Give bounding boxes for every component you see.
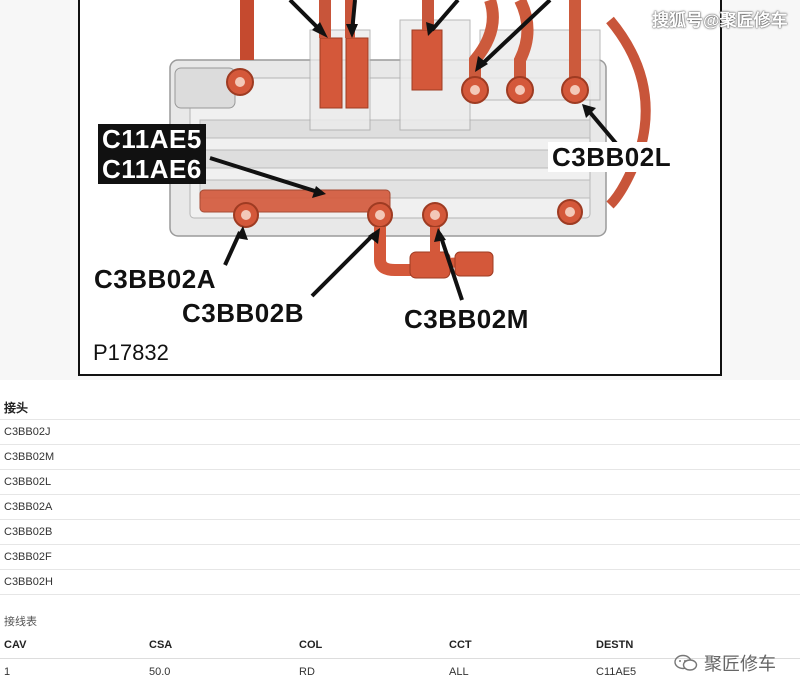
header-csa: CSA [145,632,295,659]
wiring-table: CAV CSA COL CCT DESTN 1 50.0 RD ALL C11A… [0,632,800,685]
component-illustration [169,0,651,301]
callout-c11ae5: C11AE5 [98,124,206,154]
cell-col: RD [299,666,315,678]
lower-busbar [199,189,391,213]
bottom-watermark: 聚匠修车 [674,650,776,676]
callout-c11ae6: C11AE6 [98,154,206,184]
loop-cable [606,16,651,209]
cell-cct: ALL [449,666,469,678]
table-row: 1 50.0 RD ALL C11AE5 [0,659,800,686]
wiring-table-heading: 接线表 [4,616,37,628]
header-cct: CCT [445,632,592,659]
list-item: C3BB02B [0,519,800,544]
busbar-3 [411,29,443,91]
figure-area: C11AE5 C11AE6 C3BB02L C3BB02A C3BB02B C3… [78,0,788,376]
callout-c3bb02b: C3BB02B [178,298,308,328]
list-item: C3BB02J [0,419,800,444]
component-diagram: C11AE5 C11AE6 C3BB02L C3BB02A C3BB02B C3… [78,0,722,376]
callout-c3bb02m: C3BB02M [400,304,533,334]
connector-list: C3BB02J C3BB02M C3BB02L C3BB02A C3BB02B … [0,419,800,595]
busbar-2 [345,37,369,109]
connectors-heading: 接头 [4,401,29,415]
header-destn: DESTN [592,632,800,659]
bottom-watermark-text: 聚匠修车 [704,654,776,674]
list-item: C3BB02M [0,444,800,469]
table-header-row: CAV CSA COL CCT DESTN [0,632,800,659]
cell-cav: 1 [4,666,11,678]
header-col: COL [295,632,445,659]
list-item: C3BB02H [0,569,800,595]
header-cav: CAV [0,632,145,659]
figure-reference-code: P17832 [90,340,172,366]
cell-destn: C11AE5 [596,666,637,678]
wechat-icon [674,654,698,671]
callout-c3bb02l: C3BB02L [548,142,676,172]
list-item: C3BB02L [0,469,800,494]
list-item: C3BB02F [0,544,800,569]
mount-tab [174,67,236,109]
top-watermark: 搜狐号@聚匠修车 [652,11,788,30]
busbar-1 [319,37,343,109]
list-item: C3BB02A [0,494,800,519]
callout-c3bb02a: C3BB02A [90,264,220,294]
cell-csa: 50.0 [149,666,171,678]
